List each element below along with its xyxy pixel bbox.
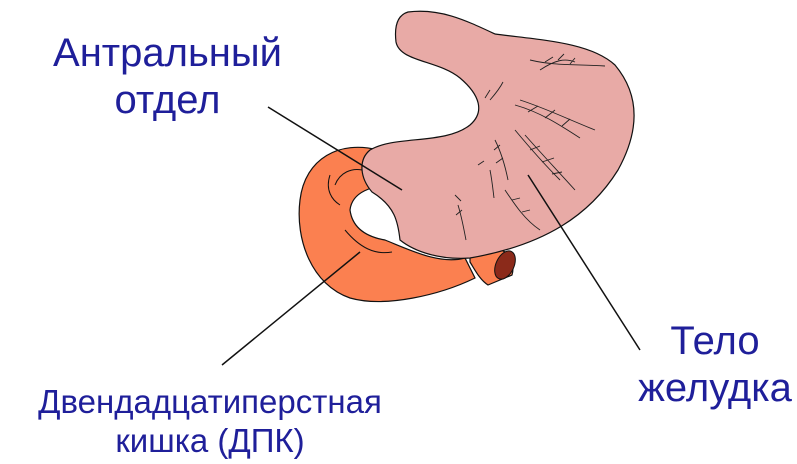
label-antral-line-1: Антральный: [40, 30, 295, 77]
label-duodenum: Двендадцатиперстная кишка (ДПК): [0, 383, 420, 461]
label-duodenum-line-2: кишка (ДПК): [0, 422, 420, 461]
label-antral-line-2: отдел: [40, 77, 295, 124]
label-duodenum-line-1: Двендадцатиперстная: [0, 383, 420, 422]
label-antral-section: Антральный отдел: [40, 30, 295, 124]
label-body-line-1: Тело: [630, 318, 797, 365]
label-body-line-2: желудка: [630, 365, 797, 412]
leader-line-duodenum: [222, 252, 360, 365]
label-stomach-body: Тело желудка: [630, 318, 797, 412]
stomach-shape: [362, 11, 634, 258]
